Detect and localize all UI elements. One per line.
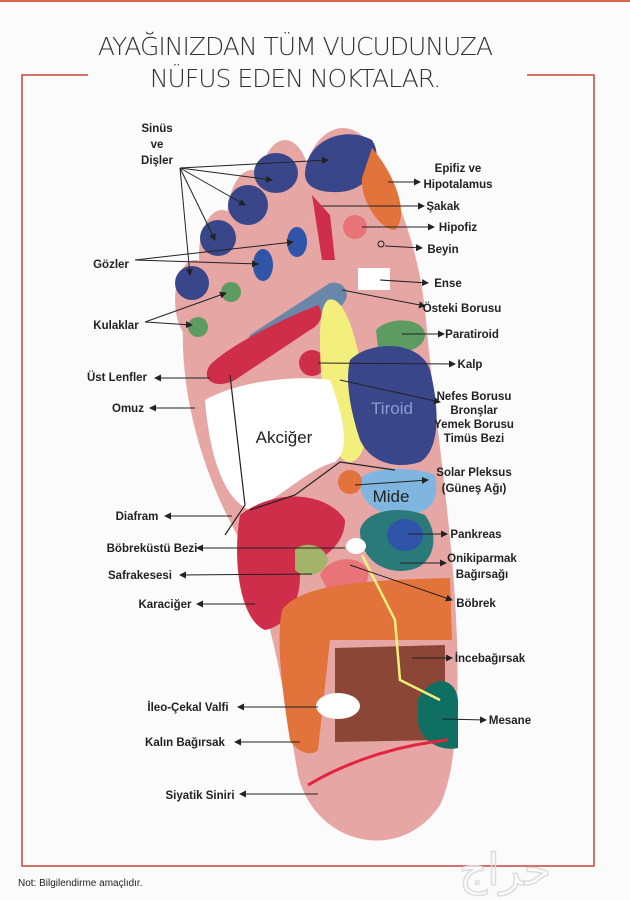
label-adrenal: Böbreküstü Bezi: [107, 543, 198, 555]
label-sinus: Sinüs: [141, 123, 172, 135]
label-shoulder: Omuz: [112, 403, 144, 415]
label-solar-plexus: (Güneş Ağı): [442, 483, 507, 495]
temple-zone: [312, 195, 335, 260]
label-sciatic: Siyatik Siniri: [165, 790, 234, 802]
right-labels: Epifiz ve Hipotalamus Şakak Hipofiz Beyi…: [317, 163, 531, 727]
ureter-line: [360, 554, 441, 702]
sinus-point: [254, 153, 298, 193]
sinus-point: [175, 266, 209, 300]
pituitary-zone: [343, 215, 367, 239]
label-gallbladder: Safrakesesi: [108, 570, 172, 582]
label-stomach: Mide: [373, 487, 410, 506]
label-sinus: ve: [151, 139, 164, 151]
label-duodenum: Bağırsağı: [456, 569, 508, 581]
title-line1: AYAĞINIZDAN TÜM VUCUDUNUZA: [98, 31, 493, 61]
label-duodenum: Onikiparmak: [447, 553, 517, 565]
adrenal-zone: [346, 538, 366, 554]
label-colon: Kalın Bağırsak: [145, 737, 225, 749]
sinus-point: [200, 220, 236, 256]
label-trachea: Nefes Borusu: [437, 391, 512, 403]
label-eustachian: Östeki Borusu: [423, 302, 502, 315]
ileocecal-valve-zone: [316, 693, 360, 719]
lung-zone: [205, 378, 345, 510]
label-ileocecal: İleo-Çekal Valfi: [147, 701, 228, 714]
ear-point: [188, 317, 208, 337]
frame: [21, 74, 595, 867]
big-toe-sinus: [305, 134, 377, 193]
sciatic-line: [307, 738, 449, 787]
label-liver: Karaciğer: [138, 599, 192, 611]
label-diaphragm: Diafram: [116, 511, 159, 523]
sinus-point: [228, 185, 268, 225]
lymph-zone: [206, 305, 322, 385]
gallbladder-zone: [295, 544, 328, 576]
neck-zone: [358, 268, 390, 290]
label-pancreas: Pankreas: [450, 529, 501, 541]
label-pineal: Hipotalamus: [423, 179, 492, 191]
label-sinus: Dişler: [141, 155, 173, 167]
heart-zone: [299, 350, 325, 376]
eye-point: [287, 227, 307, 257]
label-bronchi: Bronşlar: [450, 405, 498, 417]
pancreas-zone: [387, 519, 423, 551]
label-ears: Kulaklar: [93, 320, 139, 332]
label-parathyroid: Paratiroid: [445, 329, 499, 341]
label-thyroid: Tiroid: [371, 399, 413, 418]
ear-point: [221, 282, 241, 302]
liver-zone: [237, 496, 345, 630]
label-neck: Ense: [434, 278, 462, 290]
label-temple: Şakak: [426, 201, 460, 213]
thyroid-zone: [348, 346, 437, 466]
parathyroid-zone: [376, 320, 425, 353]
label-eyes: Gözler: [93, 259, 129, 271]
eye-point: [253, 249, 273, 281]
bladder-zone: [418, 681, 458, 749]
title-line2: NÜFUS EDEN NOKTALAR.: [150, 63, 440, 93]
label-lung: Akciğer: [256, 428, 313, 447]
label-brain: Beyin: [427, 244, 458, 256]
label-esophagus: Yemek Borusu: [434, 419, 514, 431]
label-pituitary: Hipofiz: [439, 222, 478, 234]
label-thymus: Timüs Bezi: [444, 433, 505, 445]
colon-zone: [279, 578, 452, 754]
small-intestine-zone: [335, 645, 445, 742]
label-kidney: Böbrek: [456, 598, 496, 610]
label-solar-plexus: Solar Pleksus: [436, 467, 511, 479]
left-labels: Sinüs ve Dişler Gözler Kulaklar Üst Lenf…: [87, 123, 345, 802]
label-heart: Kalp: [458, 359, 483, 371]
foot: [175, 128, 458, 841]
pineal-zone: [361, 148, 402, 230]
label-bladder: Mesane: [489, 715, 531, 727]
footnote: Not: Bilgilendirme amaçlıdır.: [18, 878, 143, 889]
label-pineal: Epifiz ve: [435, 163, 482, 175]
label-small-intestine: İncebağırsak: [455, 652, 526, 665]
watermark-logo: حراج: [459, 845, 551, 896]
label-upper-lymph: Üst Lenfler: [87, 371, 148, 384]
solar-plexus-zone: [338, 470, 362, 494]
